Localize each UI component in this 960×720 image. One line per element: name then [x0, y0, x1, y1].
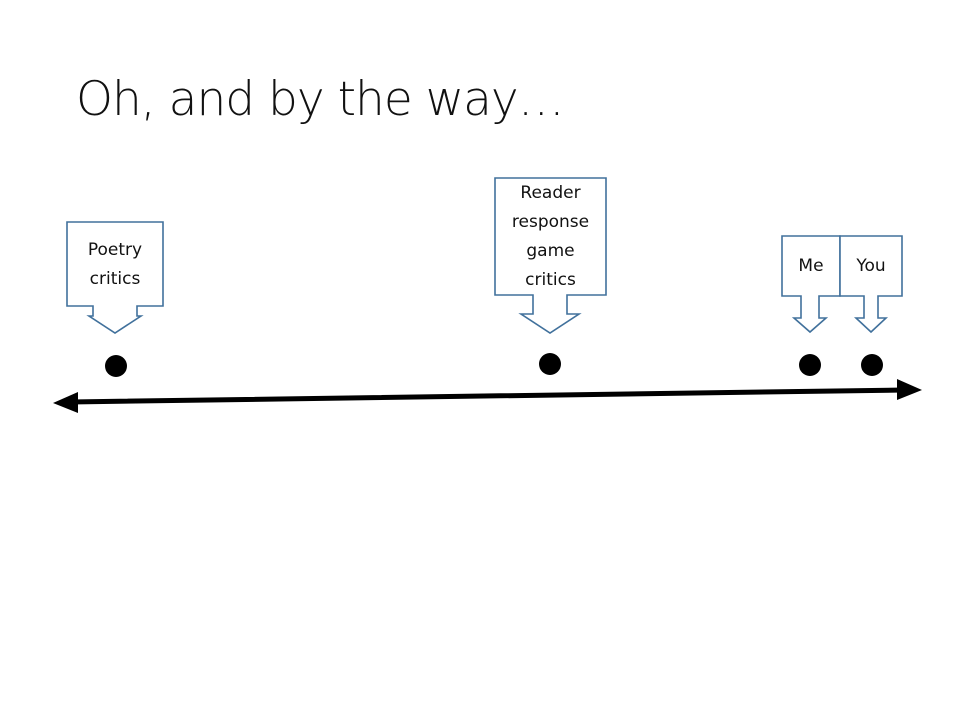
spectrum-line-body: [67, 387, 907, 405]
callout-reader-response: [494, 177, 607, 334]
callout-label-you: You: [856, 255, 886, 276]
callout-label-me: Me: [798, 255, 824, 276]
callout-you: [839, 235, 903, 334]
callout-poetry-critics-shape: [66, 221, 164, 334]
dot-poetry-critics: [105, 355, 127, 377]
callout-reader-response-shape: [494, 177, 607, 334]
slide-title: Oh, and by the way…: [76, 72, 565, 127]
spectrum-line: [53, 379, 922, 413]
callout-label-reader-response: Reader response game critics: [511, 183, 590, 290]
right-arrowhead: [897, 379, 922, 400]
callout-you-shape: [839, 235, 903, 334]
callout-label-poetry-critics: Poetry critics: [87, 240, 143, 289]
callout-poetry-critics: [66, 221, 164, 334]
dot-reader-response: [539, 353, 561, 375]
dot-you: [861, 354, 883, 376]
left-arrowhead: [53, 392, 78, 413]
dot-me: [799, 354, 821, 376]
